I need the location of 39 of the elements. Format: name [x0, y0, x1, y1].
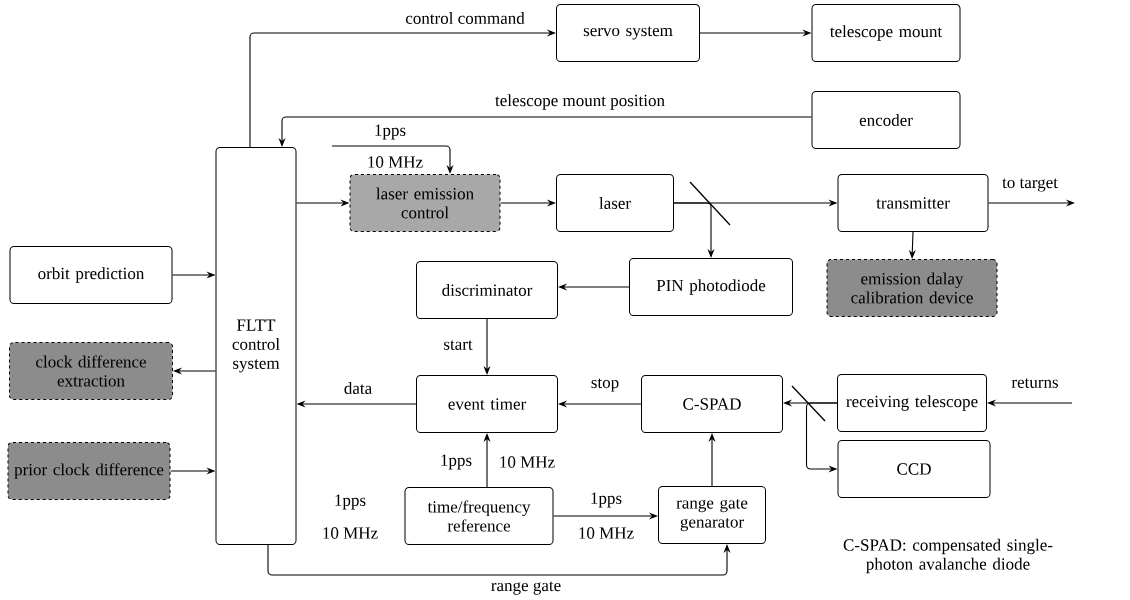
process-box: servo system [556, 4, 700, 62]
process-box: time/frequency reference [404, 487, 554, 545]
process-box: laser [556, 174, 674, 232]
signal-label: 10 MHz [579, 527, 634, 539]
process-box: C-SPAD [641, 375, 783, 433]
process-box: range gate genarator [658, 486, 766, 544]
edge-label: telescope mount position [494, 93, 666, 111]
edge-label: returns [1010, 377, 1060, 389]
process-box: CCD [837, 440, 991, 498]
process-box: event timer [416, 375, 558, 433]
process-box: clock difference extraction [9, 342, 173, 400]
process-box: orbit prediction [9, 246, 173, 304]
signal-label: 10 MHz [500, 456, 555, 468]
edge-label: 1pps [372, 123, 408, 141]
process-box: laser emission control [349, 174, 501, 232]
edge-label: range gate [489, 580, 563, 596]
signal-label: 10 MHz [368, 156, 423, 168]
arrow [673, 202, 715, 258]
process-box: PIN photodiode [629, 258, 793, 316]
edge-label: 1pps [438, 453, 474, 471]
process-box: emission dalay calibration device [826, 259, 998, 317]
process-box: receiving telescope [837, 374, 987, 432]
process-box: FLTT control system [215, 147, 297, 545]
edge-label: control command [404, 11, 526, 25]
process-box: prior clock difference [7, 442, 171, 500]
edge-label: stop [589, 377, 621, 393]
edge-label: data [342, 381, 374, 395]
edge-label: to target [1001, 177, 1059, 193]
arrow [331, 145, 454, 174]
arrow [249, 29, 556, 148]
process-box: transmitter [837, 174, 989, 232]
note-text: C-SPAD: compensated single-photon avalanche diode [843, 538, 1053, 574]
process-box: discriminator [416, 261, 558, 319]
edge-label: 1pps [588, 491, 624, 509]
signal-label: 1pps [335, 494, 366, 510]
process-box: encoder [811, 91, 961, 149]
signal-label: 10 MHz [323, 527, 378, 539]
edge-label: start [442, 339, 474, 351]
process-box: telescope mount [811, 4, 961, 62]
